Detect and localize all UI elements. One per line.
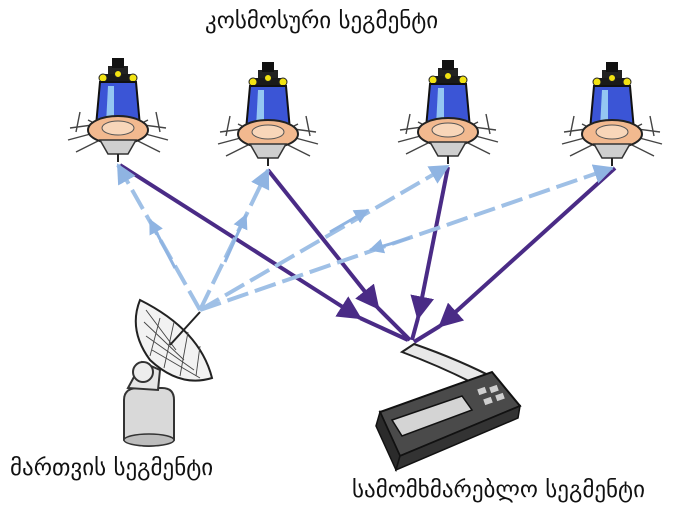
satellite-icon [397, 59, 499, 165]
control-segment-label: მართვის სეგმენტი [10, 455, 214, 481]
link-sat4-receiver-end [412, 324, 442, 344]
user-links [118, 163, 617, 344]
satellite-icon [67, 57, 169, 163]
dish-antenna-icon [123, 298, 214, 447]
control-arrow-1 [148, 218, 177, 269]
link-sat1-receiver [118, 163, 363, 320]
link-sat2-receiver-end [376, 306, 412, 342]
link-sat2-receiver [266, 168, 380, 310]
user-segment-label: სამომხმარებლო სეგმენტი [352, 477, 646, 503]
link-sat1-receiver-end [359, 316, 409, 342]
control-arrow-3 [329, 208, 370, 234]
control-link-sat3 [198, 164, 450, 312]
link-sat4-receiver [438, 166, 617, 328]
satellite-icon [561, 61, 663, 167]
link-sat3-receiver-end [410, 317, 420, 341]
control-arrow-2 [223, 213, 248, 263]
satellite-icon [217, 61, 319, 167]
control-arrow-4 [368, 236, 411, 254]
space-segment-label: კოსმოსური სეგმენტი [205, 8, 439, 34]
gps-receiver-icon [375, 342, 522, 473]
link-sat3-receiver [410, 166, 450, 321]
